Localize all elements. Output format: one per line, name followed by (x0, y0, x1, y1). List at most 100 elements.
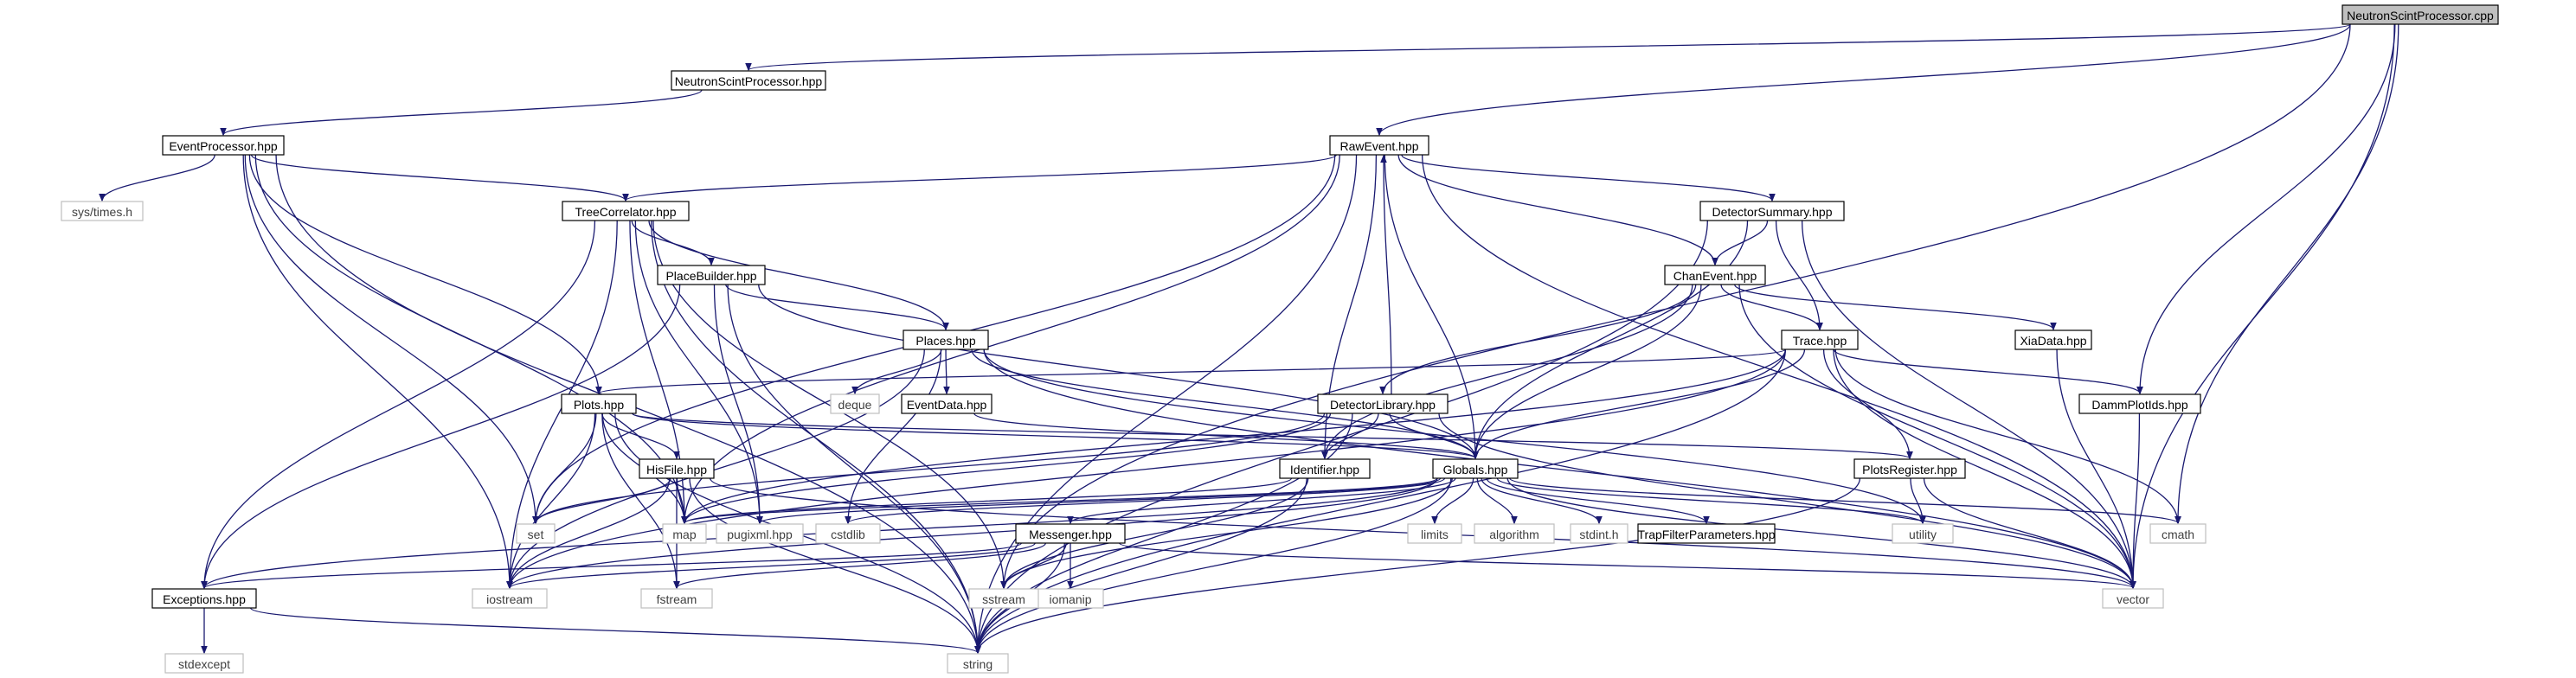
edge-his_file-to-iostream (510, 477, 671, 588)
node-neutron-cpp[interactable]: NeutronScintProcessor.cpp (2342, 4, 2499, 25)
edge-arrow (983, 349, 2133, 588)
edge-arrow (1070, 477, 1456, 523)
node-his-file[interactable]: HisFile.hpp (639, 458, 715, 479)
node-label: DetectorLibrary.hpp (1330, 398, 1436, 412)
node-label: algorithm (1489, 528, 1539, 541)
edge-arrow (760, 477, 1442, 523)
edge-event_processor-to-iostream (242, 154, 510, 588)
node-label: DetectorSummary.hpp (1712, 205, 1832, 219)
edge-arrow (1509, 477, 2178, 523)
node-globals[interactable]: Globals.hpp (1432, 458, 1519, 479)
node-box (901, 393, 992, 414)
edge-arrow (2056, 349, 2133, 588)
edge-arrow (1384, 156, 1392, 395)
node-event-processor[interactable]: EventProcessor.hpp (162, 135, 285, 156)
edge-arrow (536, 477, 671, 523)
edge-places-to-iostream (510, 349, 925, 588)
edge-trace-to-plots_register (1822, 349, 1910, 458)
edge-arrow (848, 349, 942, 523)
node-event-data[interactable]: EventData.hpp (901, 393, 992, 414)
node-plots[interactable]: Plots.hpp (561, 393, 637, 414)
node-plots-register[interactable]: PlotsRegister.hpp (1853, 458, 1966, 479)
edge-arrow (713, 284, 760, 523)
edge-arrow (510, 349, 1787, 588)
edge-arrow (1475, 284, 1702, 458)
node-chan-event[interactable]: ChanEvent.hpp (1664, 265, 1766, 285)
node-box (1664, 265, 1766, 285)
edge-place_builder-to-string (727, 284, 978, 653)
edge-detector_library-to-string (978, 413, 1353, 653)
edge-globals-to-stdint (1481, 477, 1599, 523)
edge-arrow (848, 477, 1446, 523)
node-identifier[interactable]: Identifier.hpp (1279, 458, 1371, 479)
node-label: stdint.h (1579, 528, 1618, 541)
edge-arrow (1910, 477, 1923, 523)
node-raw-event[interactable]: RawEvent.hpp (1329, 135, 1429, 156)
node-box (1637, 523, 1776, 544)
node-label: PlaceBuilder.hpp (665, 269, 756, 283)
edge-event_processor-to-set (244, 154, 536, 523)
edge-detector_library-to-map (684, 413, 1332, 523)
edge-places-to-cstdlib (848, 349, 942, 523)
node-box (639, 458, 715, 479)
edge-detector_library-to-raw_event (1384, 156, 1392, 395)
node-tree-correlator[interactable]: TreeCorrelator.hpp (562, 201, 690, 221)
edges (102, 23, 2399, 653)
node-place-builder[interactable]: PlaceBuilder.hpp (657, 265, 766, 285)
node-label: set (528, 528, 544, 541)
edge-plots_register-to-utility (1910, 477, 1923, 523)
edge-arrow (648, 220, 946, 329)
node-box (671, 70, 826, 91)
node-fstream: fstream (640, 588, 713, 609)
node-box (1699, 201, 1845, 221)
node-label: Exceptions.hpp (163, 592, 246, 606)
node-box (2102, 588, 2164, 609)
edge-arrow (978, 413, 1353, 653)
edge-arrow (1496, 477, 1923, 523)
edge-detector_library-to-set (536, 413, 1326, 523)
node-damm-plot-ids[interactable]: DammPlotIds.hpp (2078, 393, 2201, 414)
node-box (640, 588, 713, 609)
node-set: set (516, 523, 556, 544)
node-label: iostream (486, 592, 533, 606)
edge-trace-to-plots (599, 349, 1787, 393)
edge-arrow (677, 542, 1046, 588)
edge-neutron_cpp-to-neutron_hpp (748, 23, 2351, 70)
node-box (1781, 329, 1859, 350)
node-detector-library[interactable]: DetectorLibrary.hpp (1317, 393, 1449, 414)
edge-places-to-event_data (946, 349, 947, 393)
node-trace[interactable]: Trace.hpp (1781, 329, 1859, 350)
edge-globals-to-cmath (1509, 477, 2178, 523)
edge-arrow (1435, 477, 1474, 523)
node-xia-data[interactable]: XiaData.hpp (2014, 329, 2092, 350)
edge-arrow (510, 477, 1438, 588)
node-box (1317, 393, 1449, 414)
edge-arrow (1475, 220, 1749, 458)
edge-chan_event-to-xia_data (1734, 284, 2053, 329)
edge-arrow (1506, 477, 2133, 588)
node-detector-summary[interactable]: DetectorSummary.hpp (1699, 201, 1845, 221)
node-trap-filter[interactable]: TrapFilterParameters.hpp (1637, 523, 1776, 544)
edge-tree_correlator-to-exceptions (204, 220, 596, 588)
edge-arrow (510, 477, 671, 588)
node-box (151, 588, 257, 609)
edge-arrow (1833, 349, 2133, 588)
edge-chan_event-to-trace (1720, 284, 1820, 329)
node-box (968, 588, 1039, 609)
node-messenger[interactable]: Messenger.hpp (1015, 523, 1126, 544)
edge-trace-to-cmath (1834, 349, 2178, 523)
node-box (903, 329, 989, 350)
edge-arrow (1923, 477, 2133, 588)
edge-arrow (684, 477, 1438, 523)
edge-messenger-to-iostream (510, 542, 1036, 588)
edge-arrow (689, 477, 978, 653)
node-exceptions[interactable]: Exceptions.hpp (151, 588, 257, 609)
node-label: map (672, 528, 696, 541)
node-label: Identifier.hpp (1290, 463, 1359, 477)
node-places[interactable]: Places.hpp (903, 329, 989, 350)
node-cstdlib: cstdlib (815, 523, 881, 544)
edge-arrow (748, 23, 2351, 70)
edge-arrow (250, 154, 626, 201)
node-neutron-hpp[interactable]: NeutronScintProcessor.hpp (671, 70, 826, 91)
edge-arrow (1401, 154, 1772, 201)
